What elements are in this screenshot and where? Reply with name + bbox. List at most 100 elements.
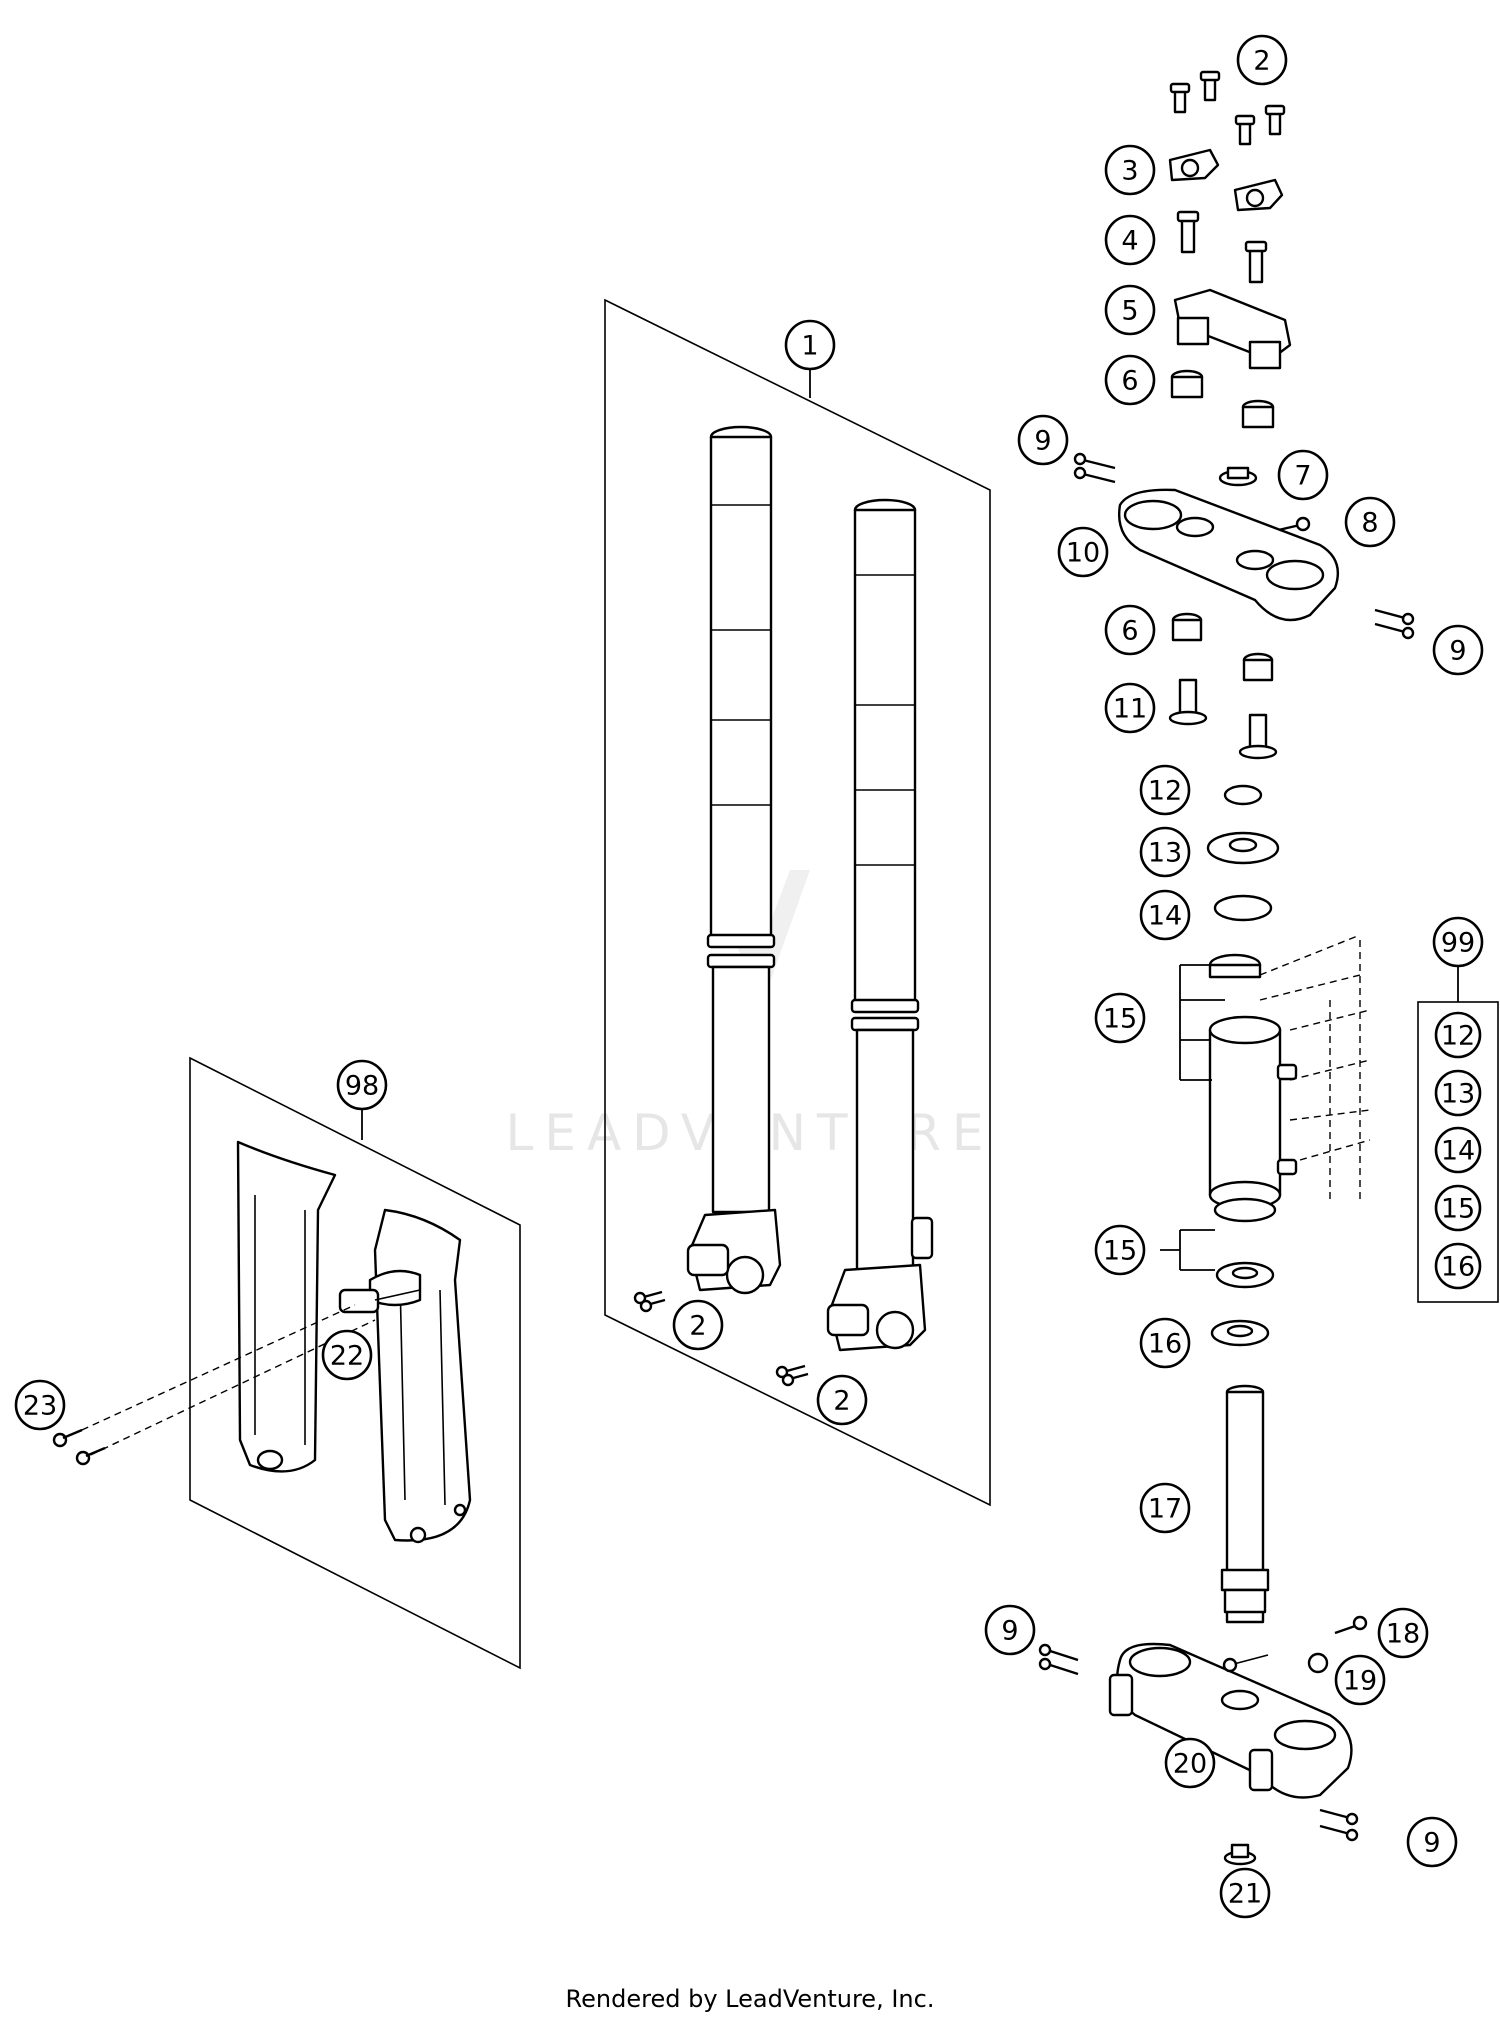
callout-label: 11 xyxy=(1113,694,1147,725)
kit-99-item: 12 xyxy=(1434,1011,1482,1059)
callout-label: 6 xyxy=(1121,366,1138,397)
fork-guard-left xyxy=(236,1140,337,1473)
callout-label: 9 xyxy=(1034,426,1051,457)
callout-label: 18 xyxy=(1386,1619,1420,1650)
callout-label: 13 xyxy=(1148,838,1182,869)
callout-label: 22 xyxy=(330,1341,364,1372)
dust-cover xyxy=(1206,831,1280,865)
callout-label: 20 xyxy=(1173,1749,1207,1780)
callout-9: 9 xyxy=(1432,624,1484,676)
fork-foot-screws xyxy=(633,1290,809,1387)
callout-99: 99 xyxy=(1432,916,1484,968)
callout-2: 2 xyxy=(1236,34,1288,86)
callout-20: 20 xyxy=(1164,1737,1216,1789)
kit-99-item: 13 xyxy=(1434,1069,1482,1117)
triple-clamp-bolts-lower-left xyxy=(1038,1643,1079,1676)
footer-credit: Rendered by LeadVenture, Inc. xyxy=(565,1985,935,2013)
callout-label: 16 xyxy=(1148,1329,1182,1360)
callout-label: 9 xyxy=(1449,636,1466,667)
fork-leg-left xyxy=(686,425,782,1295)
callout-9: 9 xyxy=(1406,1816,1458,1868)
handlebar-clamp-caps xyxy=(1168,148,1284,212)
callout-10: 10 xyxy=(1057,526,1109,578)
callout-label: 23 xyxy=(23,1391,57,1422)
callout-1: 1 xyxy=(784,319,836,371)
callout-9: 9 xyxy=(984,1604,1036,1656)
callout-7: 7 xyxy=(1277,449,1329,501)
steering-stem-nut xyxy=(1218,466,1258,487)
lower-triple-clamp xyxy=(1108,1642,1353,1799)
callout-label: 14 xyxy=(1441,1136,1475,1167)
sleeves xyxy=(1168,678,1278,760)
fork-guard-right xyxy=(368,1208,472,1544)
callout-98: 98 xyxy=(336,1059,388,1111)
callout-19: 19 xyxy=(1334,1654,1386,1706)
triple-clamp-bolts-upper-left xyxy=(1073,452,1116,484)
kit-99-item: 15 xyxy=(1434,1184,1482,1232)
callout-16: 16 xyxy=(1139,1317,1191,1369)
kit-99-item: 16 xyxy=(1434,1242,1482,1290)
triple-clamp-bolts-upper-right xyxy=(1374,608,1415,640)
callout-18: 18 xyxy=(1377,1607,1429,1659)
callout-label: 14 xyxy=(1148,901,1182,932)
callout-label: 3 xyxy=(1121,156,1138,187)
o-ring xyxy=(1223,784,1263,806)
triple-clamp-bolts-lower-right xyxy=(1319,1808,1359,1842)
fork-assembly xyxy=(604,298,991,1507)
callout-label: 1 xyxy=(801,331,818,362)
clamp-screws xyxy=(1176,210,1268,284)
callout-15: 15 xyxy=(1094,1224,1146,1276)
callout-label: 9 xyxy=(1423,1828,1440,1859)
guard-clamp xyxy=(338,1288,421,1314)
callout-label: 6 xyxy=(1121,616,1138,647)
callout-label: 2 xyxy=(833,1386,850,1417)
screw-18 xyxy=(1334,1615,1368,1635)
frame-steering-tube xyxy=(1208,934,1371,1210)
callout-label: 17 xyxy=(1148,1494,1182,1525)
callout-5: 5 xyxy=(1104,284,1156,336)
callout-label: 98 xyxy=(345,1071,379,1102)
callout-label: 21 xyxy=(1228,1879,1262,1910)
callout-17: 17 xyxy=(1139,1482,1191,1534)
handlebar-clamp-bolts xyxy=(1169,70,1286,146)
callout-6: 6 xyxy=(1104,604,1156,656)
callout-label: 15 xyxy=(1441,1194,1475,1225)
callout-9: 9 xyxy=(1017,414,1069,466)
lower-seal xyxy=(1210,1319,1270,1347)
callout-label: 10 xyxy=(1066,538,1100,569)
callout-label: 5 xyxy=(1121,296,1138,327)
fork-assembly-frame xyxy=(604,298,991,1507)
callout-label: 13 xyxy=(1441,1079,1475,1110)
callout-label: 8 xyxy=(1361,508,1378,539)
callout-12: 12 xyxy=(1139,764,1191,816)
kit-99-item: 14 xyxy=(1434,1126,1482,1174)
callout-3: 3 xyxy=(1104,144,1156,196)
cap-21 xyxy=(1223,1843,1257,1866)
seal-ring xyxy=(1213,894,1273,922)
callout-label: 9 xyxy=(1001,1616,1018,1647)
callout-2: 2 xyxy=(672,1299,724,1351)
fork-protector-frame xyxy=(189,1056,521,1670)
callout-14: 14 xyxy=(1139,889,1191,941)
callout-label: 15 xyxy=(1103,1004,1137,1035)
upper-triple-clamp xyxy=(1118,488,1340,622)
callout-label: 2 xyxy=(689,1311,706,1342)
guard-screws xyxy=(52,1428,106,1466)
callout-8: 8 xyxy=(1344,496,1396,548)
callout-label: 12 xyxy=(1441,1021,1475,1052)
fork-protector-set xyxy=(52,1056,521,1670)
callout-21: 21 xyxy=(1219,1867,1271,1919)
callout-label: 2 xyxy=(1253,46,1270,77)
nut-19 xyxy=(1307,1652,1329,1674)
steering-stem xyxy=(1220,1384,1270,1624)
callout-11: 11 xyxy=(1104,682,1156,734)
callout-4: 4 xyxy=(1104,214,1156,266)
callout-label: 16 xyxy=(1441,1252,1475,1283)
steering-head-parts xyxy=(1038,70,1415,1866)
callout-15: 15 xyxy=(1094,992,1146,1044)
callout-label: 7 xyxy=(1294,461,1311,492)
callout-13: 13 xyxy=(1139,826,1191,878)
callout-label: 4 xyxy=(1121,226,1138,257)
bearing-upper xyxy=(1208,953,1262,979)
